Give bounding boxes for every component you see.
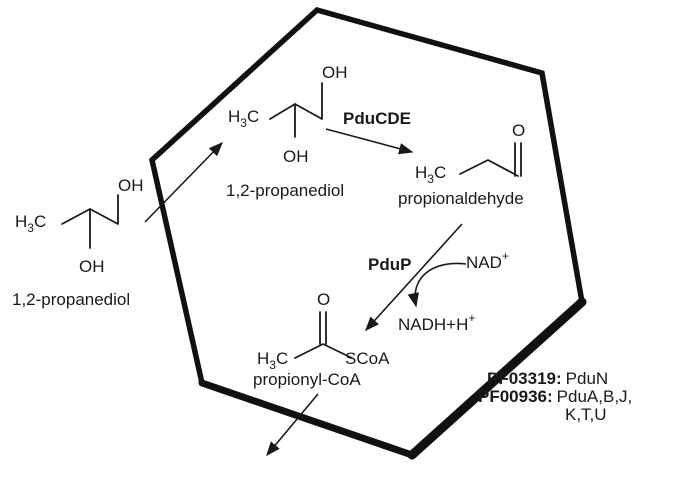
pducde-arrow	[325, 128, 414, 155]
uptake-arrow	[144, 141, 224, 223]
cofactor-nadh: NADH+H+	[398, 311, 475, 334]
shell-thick-edge-2	[198, 379, 416, 459]
legend-row-2: PF00936:PduA,B,J,	[478, 387, 632, 406]
cofactor-arrow	[407, 262, 467, 308]
outside-skeleton	[61, 194, 119, 225]
product-skeleton	[294, 343, 353, 359]
shell-thick-edge	[407, 297, 587, 460]
aldehyde-o-label: O	[512, 121, 525, 140]
cofactor-nad: NAD+	[466, 249, 509, 272]
enzyme-pdup: PduP	[368, 255, 411, 274]
legend-row-2-cont: K,T,U	[565, 405, 607, 424]
aldehyde-skeleton	[459, 159, 519, 177]
inside-oh-label: OH	[322, 63, 348, 82]
product-h3c-label: H3C	[257, 349, 288, 372]
outside-oh-label: OH	[118, 176, 144, 195]
inside-oh2-label: OH	[283, 147, 309, 166]
shell-protein-legend: PF03319:PduN PF00936:PduA,B,J, K,T,U	[478, 369, 632, 424]
aldehyde-h3c-label: H3C	[415, 163, 446, 186]
outside-h3c-label: H3C	[15, 212, 46, 235]
pdup-arrow	[365, 223, 463, 332]
outside-propanediol: OH H3C OH 1,2-propanediol	[12, 176, 144, 309]
propionyl-coa: O H3C SCoA propionyl-CoA	[253, 290, 390, 389]
propionaldehyde: O H3C propionaldehyde	[398, 121, 525, 208]
inside-skeleton	[269, 82, 323, 120]
product-scoa-label: SCoA	[345, 349, 390, 368]
product-o-label: O	[317, 290, 330, 309]
outside-substrate-name: 1,2-propanediol	[12, 290, 130, 309]
outside-oh2-label: OH	[79, 257, 105, 276]
enzyme-pducde: PduCDE	[343, 109, 411, 128]
inside-substrate-name: 1,2-propanediol	[226, 181, 344, 200]
product-name: propionyl-CoA	[253, 370, 361, 389]
export-arrow	[266, 393, 319, 457]
legend-row-1: PF03319:PduN	[487, 369, 608, 388]
aldehyde-name: propionaldehyde	[398, 189, 524, 208]
inside-propanediol: OH H3C OH 1,2-propanediol	[226, 63, 348, 200]
inside-h3c-label: H3C	[228, 107, 259, 130]
